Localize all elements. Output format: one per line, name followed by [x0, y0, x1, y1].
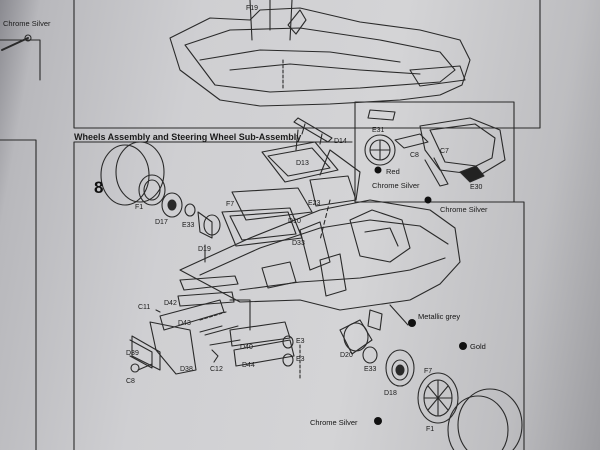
label-c11: C11 — [138, 304, 151, 311]
top-panel-border — [73, 0, 541, 129]
part-d38 — [149, 321, 197, 375]
label-d43: D43 — [178, 320, 191, 327]
label-d38: D38 — [180, 366, 193, 373]
label-e33: E33 — [182, 222, 195, 229]
part-d39 — [131, 335, 161, 371]
label-d39: D39 — [126, 350, 139, 357]
label-f1: F1 — [135, 204, 144, 211]
inset-label-c7: C7 — [440, 148, 449, 155]
paint-callout-chrome-silver: Chrome Silver — [310, 418, 358, 427]
part-d20 — [339, 319, 373, 355]
part-d42 — [179, 275, 239, 291]
label-d18: D18 — [384, 390, 397, 397]
wheel-rim-f7 — [417, 372, 459, 424]
part-d14 — [293, 117, 333, 143]
label-d14: D14 — [334, 138, 347, 145]
label-d40: D40 — [240, 344, 253, 351]
wheel-inner-d18 — [385, 349, 415, 387]
part-d13 — [261, 141, 339, 183]
part-d40 — [229, 321, 291, 347]
label-d10: D10 — [288, 218, 301, 225]
label-d20: D20 — [340, 352, 353, 359]
inset-label-chrome-silver-2: Chrome Silver — [440, 205, 488, 214]
label-c12: C12 — [210, 366, 223, 373]
inset-label-chrome-silver: Chrome Silver — [372, 181, 420, 190]
inset-label-red: Red — [386, 167, 400, 176]
top-left-note: Chrome Silver — [3, 19, 51, 28]
step-number: 8 — [94, 178, 104, 197]
label-d17: D17 — [155, 219, 168, 226]
label-d33: D33 — [292, 240, 305, 247]
part-c12 — [211, 349, 219, 363]
label-d42: D42 — [164, 300, 177, 307]
tire-f1 — [457, 388, 523, 450]
paint-drop-icons — [374, 166, 467, 425]
inset-label-c8: C8 — [410, 152, 419, 159]
label-f7: F7 — [226, 201, 235, 208]
left-edge-panel-bottom — [0, 139, 37, 450]
part-d43 — [159, 299, 225, 331]
paint-callout-metallic-grey: Metallic grey — [418, 312, 461, 321]
label-e33b: E33 — [364, 366, 377, 373]
paint-callout-gold: Gold — [470, 342, 486, 351]
inset-label-e31: E31 — [372, 127, 385, 134]
part-d44 — [233, 339, 295, 367]
label-f1b: F1 — [426, 426, 435, 433]
label-f7b: F7 — [424, 368, 433, 375]
label-f19: F19 — [246, 5, 259, 12]
label-e23: E23 — [308, 200, 321, 207]
rod-part — [1, 37, 29, 51]
label-d44: D44 — [242, 362, 255, 369]
left-edge-panel-top — [0, 39, 41, 81]
main-panel-border — [73, 141, 525, 450]
label-c8: C8 — [126, 378, 135, 385]
part-c8 — [130, 363, 140, 373]
label-d19: D19 — [198, 246, 211, 253]
label-e3b: E3 — [296, 356, 305, 363]
chassis-body-top — [169, 7, 471, 107]
section-title: Wheels Assembly and Steering Wheel Sub-A… — [74, 132, 302, 142]
inset-label-e30: E30 — [470, 184, 483, 191]
label-e3: E3 — [296, 338, 305, 345]
car-body-main — [179, 199, 461, 311]
label-d13: D13 — [296, 160, 309, 167]
